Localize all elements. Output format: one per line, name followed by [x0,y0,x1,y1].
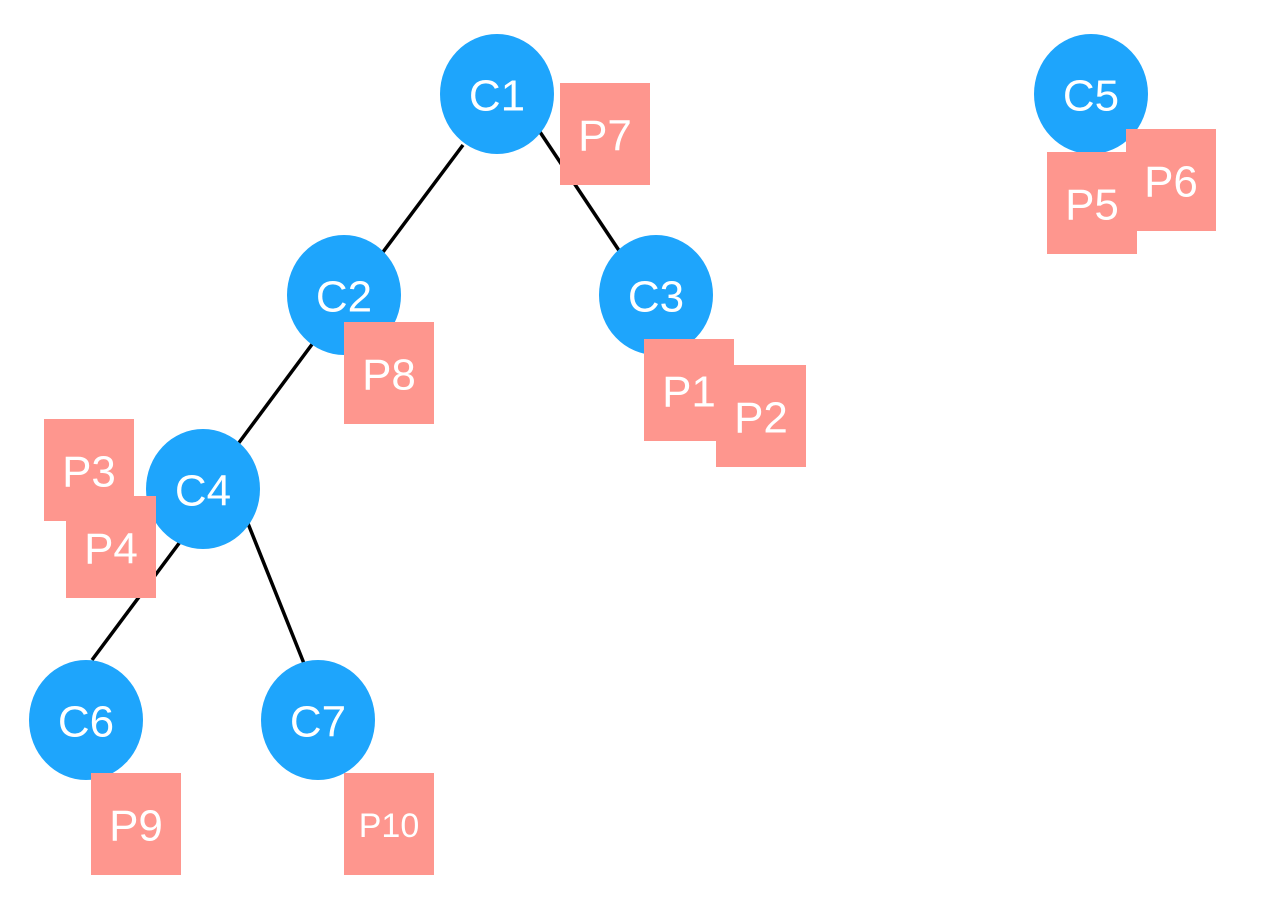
node-c1: C1 [440,34,554,154]
node-circle [146,429,260,549]
node-circle [1034,34,1148,154]
tag-label: P3 [62,448,116,497]
tag-box [344,322,434,424]
node-label: C4 [175,467,231,516]
edge-c1-c3 [538,131,622,253]
tag-label: P7 [578,112,632,161]
tag-label: P8 [362,351,416,400]
tag-box [66,496,156,598]
tag-p9: P9 [91,773,181,875]
tag-box [560,83,650,185]
tag-box [1126,129,1216,231]
node-c7: C7 [261,660,375,780]
tag-label: P9 [109,802,163,851]
tag-p8: P8 [344,322,434,424]
tag-label: P1 [662,368,716,417]
edges-layer [90,131,622,667]
tag-p7: P7 [560,83,650,185]
node-circle [440,34,554,154]
tag-label: P2 [734,394,788,443]
node-label: C5 [1063,72,1119,121]
node-c3: C3 [599,235,713,355]
tag-label: P10 [359,807,420,845]
tag-p5: P5 [1047,152,1137,254]
node-c6: C6 [29,660,143,780]
tag-label: P6 [1144,158,1198,207]
node-label: C3 [628,273,684,322]
node-circle [599,235,713,355]
tag-box [91,773,181,875]
edge-c1-c2 [378,143,465,258]
edge-c4-c7 [245,520,307,667]
node-label: C6 [58,698,114,747]
node-c5: C5 [1034,34,1148,154]
tag-p2: P2 [716,365,806,467]
node-label: C7 [290,698,346,747]
node-label: C1 [469,72,525,121]
tag-box [716,365,806,467]
node-c4: C4 [146,429,260,549]
tag-box [1047,152,1137,254]
tag-label: P4 [84,525,138,574]
tag-box [344,773,434,875]
tag-p6: P6 [1126,129,1216,231]
node-label: C2 [316,273,372,322]
edge-c4-c6 [90,540,182,662]
node-circle [29,660,143,780]
node-circle [261,660,375,780]
tag-p10: P10 [344,773,434,875]
edge-c2-c4 [236,341,315,446]
tag-p4: P4 [66,496,156,598]
tag-label: P5 [1065,181,1119,230]
